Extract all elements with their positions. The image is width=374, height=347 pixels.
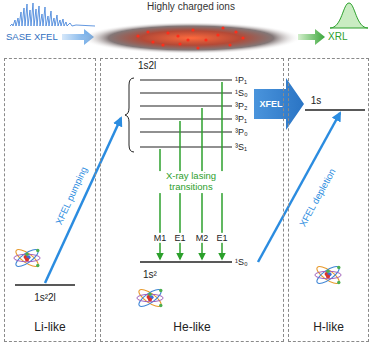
configuration-label: 1s² [143,269,157,281]
ion-dot [186,38,189,41]
xfel-arrow [254,78,304,130]
multipole-label: E1 [215,233,228,243]
term-symbol: ³P₁ [235,114,247,124]
bracket [125,78,134,152]
ion-cloud-body [81,22,301,54]
beam-label: XRL [328,31,347,43]
transition-caption: X-ray lasing transitions [154,171,228,193]
term-symbol: ¹P₁ [235,75,247,85]
xrl-spectrum [330,3,368,28]
energy-level [140,92,232,93]
ion-dot [204,38,207,41]
ion-dot [196,46,199,49]
configuration-label: 1s2l [138,60,156,72]
energy-level [140,105,232,106]
multipole-label: M2 [195,233,210,243]
atom-icon [315,264,342,287]
energy-level [140,118,232,119]
node-label: Li-like [34,320,65,334]
energy-level [305,109,365,111]
beam-arrow [298,29,325,45]
process-label: XFEL pumping [54,165,90,226]
pumping-arrow [45,118,121,283]
process-label: XFEL depletion [298,167,339,229]
configuration-label: 1s²2l [34,292,56,304]
ion-dot [191,28,194,31]
ion-dot [241,36,244,39]
energy-level [140,146,232,147]
charge-state-panel: H-like [288,58,369,342]
beam-label: SASE XFEL [6,32,58,43]
node-label: Highly charged ions [147,1,235,12]
energy-level [140,261,232,263]
ion-dot [221,26,224,29]
energy-level [15,284,75,286]
ion-dot [176,34,179,37]
atom-icon [14,247,41,270]
ion-dot [136,34,139,37]
term-symbol: ¹S₀ [235,257,248,267]
ion-dot [146,30,149,33]
charge-state-panel: He-like [100,58,284,342]
term-symbol: ³P₂ [235,101,248,111]
beam-label: XFEL [259,99,282,109]
sase-spectrum [10,3,95,26]
term-symbol: ³S₁ [235,142,247,152]
term-symbol: ¹S₀ [235,88,248,98]
ion-dot [178,42,181,45]
ion-dot [234,30,237,33]
depletion-arrow [258,113,340,262]
configuration-label: 1s [311,95,322,107]
multipole-label: M1 [153,233,168,243]
node-label: H-like [313,320,344,334]
multipole-label: E1 [173,233,186,243]
node-label: He-like [173,320,210,334]
ion-dot [166,31,169,34]
ion-dot [151,40,154,43]
ion-dot [161,43,164,46]
ion-cloud: Highly charged ions [78,0,304,58]
atom-icon [137,287,164,310]
energy-level [140,131,232,132]
ion-dot [228,43,231,46]
ion-dot [216,33,219,36]
term-symbol: ³P₀ [235,127,248,137]
energy-level [140,79,232,80]
